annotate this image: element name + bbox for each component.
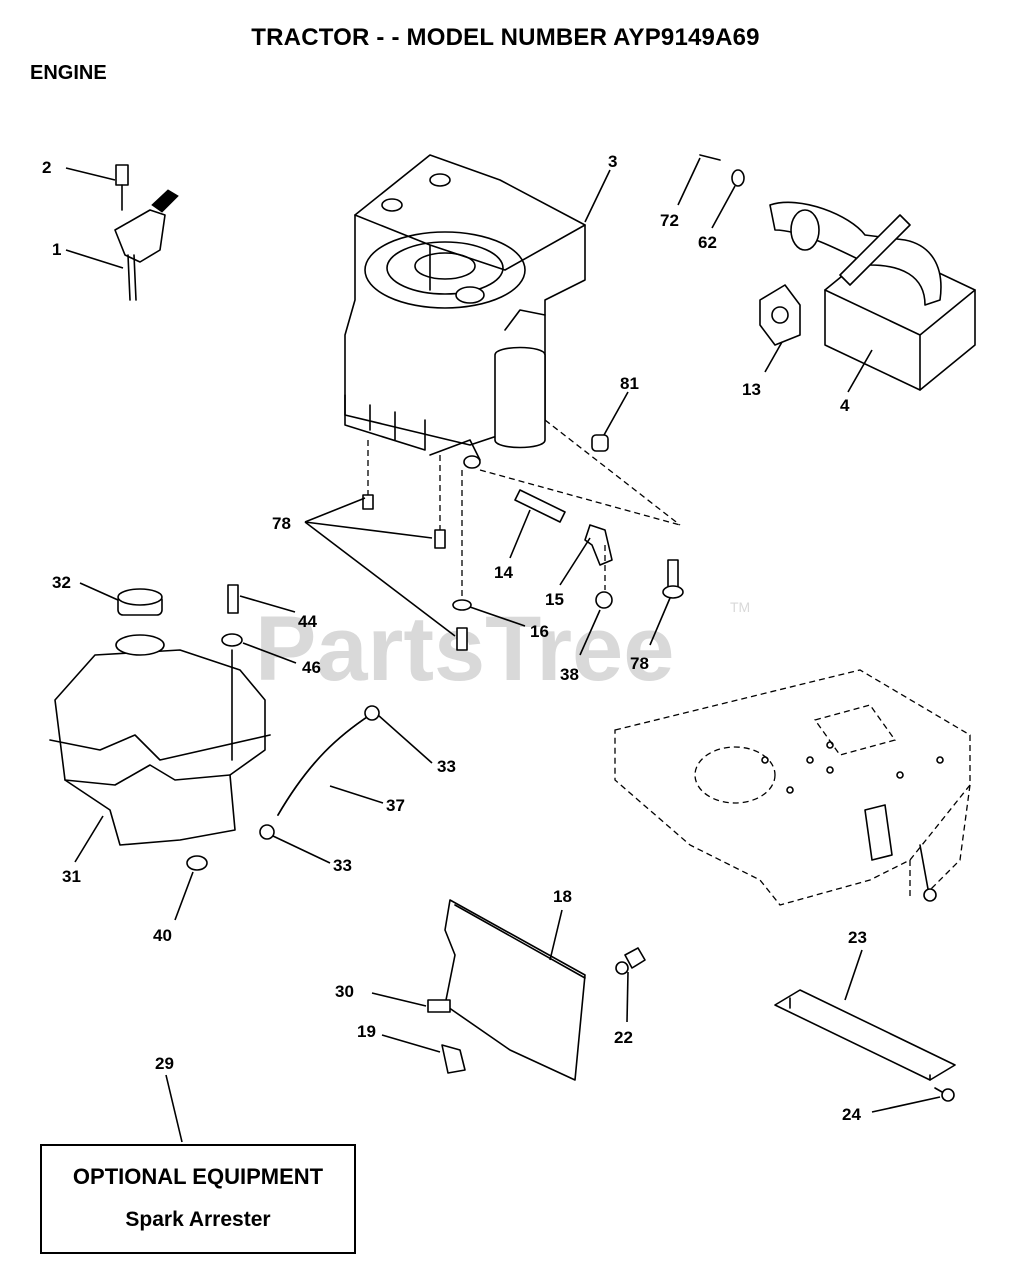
optional-equipment-item: Spark Arrester (125, 1208, 271, 1231)
callout-13: 13 (742, 380, 761, 399)
frame-drawing (614, 669, 971, 906)
optional-equipment-box: OPTIONAL EQUIPMENT Spark Arrester (40, 1144, 356, 1254)
optional-equipment-title: OPTIONAL EQUIPMENT (72, 1164, 324, 1189)
callout-1: 1 (52, 240, 61, 259)
callout-15: 15 (545, 590, 564, 609)
callout-40: 40 (153, 926, 172, 945)
callout-18: 18 (553, 887, 572, 906)
callout-33-b: 33 (333, 856, 352, 875)
engine-bolts (362, 440, 606, 651)
callout-72: 72 (660, 211, 679, 230)
callout-46: 46 (302, 658, 321, 677)
engine-drawing (344, 154, 586, 469)
callout-4: 4 (840, 396, 850, 415)
callout-81: 81 (620, 374, 639, 393)
callout-14: 14 (494, 563, 513, 582)
watermark-trademark: TM (730, 599, 750, 615)
throttle-control (114, 164, 179, 301)
callout-78-a: 78 (272, 514, 291, 533)
callout-32: 32 (52, 573, 71, 592)
callout-62: 62 (698, 233, 717, 252)
callout-30: 30 (335, 982, 354, 1001)
leader-lines (65, 157, 941, 1143)
fuel-line (259, 705, 380, 840)
bottom-plate (774, 989, 956, 1102)
callout-38: 38 (560, 665, 579, 684)
callout-2: 2 (42, 158, 51, 177)
callout-78-b: 78 (630, 654, 649, 673)
callout-29: 29 (155, 1054, 174, 1073)
section-title: ENGINE (30, 62, 107, 84)
callout-22: 22 (614, 1028, 633, 1047)
fuel-tank (49, 584, 271, 871)
callout-19: 19 (357, 1022, 376, 1041)
callout-44: 44 (298, 612, 317, 631)
callout-37: 37 (386, 796, 405, 815)
callout-24: 24 (842, 1105, 861, 1124)
muffler-assembly (699, 154, 976, 391)
callout-3: 3 (608, 152, 617, 171)
callout-31: 31 (62, 867, 81, 886)
callout-33-a: 33 (437, 757, 456, 776)
page-title: TRACTOR - - MODEL NUMBER AYP9149A69 (251, 24, 760, 51)
side-plate (427, 899, 646, 1081)
callout-16: 16 (530, 622, 549, 641)
callout-labels: 2 3 72 62 1 81 13 4 78 14 32 44 15 16 46… (42, 152, 867, 1124)
callout-23: 23 (848, 928, 867, 947)
